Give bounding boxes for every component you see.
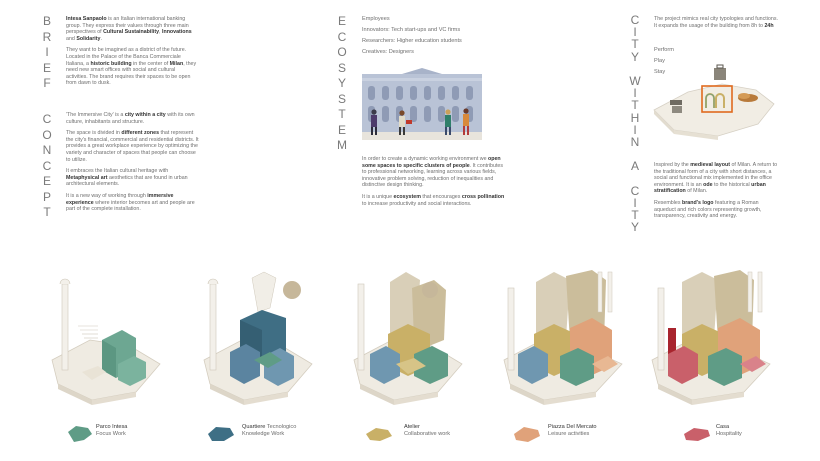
ecosystem-item-researchers: Researchers: Higher education students — [362, 38, 462, 45]
swatch-parco-intesa — [68, 426, 92, 442]
heading-city-within-a-city: C I T Y W I T H I N A C I T Y — [629, 13, 641, 235]
concept-paragraph-3: It embraces the Italian cultural heritag… — [66, 168, 188, 188]
city-paragraph-1: The project mimics real city typologies … — [654, 16, 778, 29]
caption-piazza-del-mercato: Piazza Del Mercato Leisure activities — [548, 424, 597, 438]
zone-desc: Knowledge Work — [242, 431, 285, 437]
ecosystem-item-innovators: Innovators: Tech start-ups and VC firms — [362, 27, 461, 34]
zone-name: Quartiere — [242, 424, 266, 430]
caption-quartiere-tecnologico: Quartiere Tecnologico Knowledge Work — [242, 424, 296, 438]
city-intro: The project mimics real city typologies … — [654, 16, 780, 34]
swatch-casa — [684, 428, 710, 441]
ecosystem-paragraph-1: In order to create a dynamic working env… — [362, 156, 504, 189]
ecosystem-item-employees: Employees — [362, 16, 390, 22]
heading-brief: B R I E F — [42, 14, 52, 90]
zone-name: Parco Intesa — [96, 424, 128, 430]
swatch-atelier — [366, 428, 392, 441]
swatch-piazza-del-mercato — [514, 427, 540, 442]
iso-stage-1 — [51, 278, 161, 405]
city-paragraph-2: Inspired by the medieval layout of Milan… — [654, 162, 778, 195]
activity-stay: Stay — [654, 69, 666, 76]
brief-text: Intesa Sanpaolo is an Italian internatio… — [66, 16, 198, 92]
activity-play: Play — [654, 58, 665, 65]
zone-name: Casa — [716, 424, 730, 430]
zone-name-suffix: Tecnologico — [265, 424, 297, 430]
ecosystem-item-creatives: Creatives: Designers — [362, 49, 414, 56]
caption-parco-intesa: Parco Intesa Focus Work — [96, 424, 127, 438]
ecosystem-illustration — [362, 68, 482, 140]
activity-perform: Perform — [654, 47, 674, 53]
suitcase-icon — [714, 64, 726, 80]
iso-stage-5 — [651, 270, 771, 405]
brief-paragraph-1: Intesa Sanpaolo is an Italian internatio… — [66, 16, 192, 42]
heading-concept: C O N C E P T — [42, 112, 52, 219]
zone-desc: Focus Work — [96, 431, 126, 437]
zone-name: Atelier — [404, 424, 420, 430]
concept-paragraph-4: It is a new way of working through immer… — [66, 192, 195, 213]
zone-desc: Leisure activities — [548, 431, 590, 437]
zone-desc: Collaborative work — [404, 431, 451, 437]
zone-name: Piazza Del Mercato — [548, 424, 597, 430]
city-activities: Perform Play Stay — [654, 47, 714, 80]
highlight-box — [701, 85, 733, 113]
chairs-icon — [670, 100, 682, 113]
iso-stage-4 — [503, 270, 623, 405]
city-text: Inspired by the medieval layout of Milan… — [654, 162, 780, 225]
city-floor-illustration — [653, 64, 775, 140]
people-figures — [371, 108, 469, 135]
concept-paragraph-2: The space is divided in different zones … — [66, 130, 199, 163]
ecosystem-list: Employees Innovators: Tech start-ups and… — [362, 16, 502, 60]
ecosystem-text: In order to create a dynamic working env… — [362, 156, 506, 212]
caption-casa: Casa Hospitality — [716, 424, 742, 438]
caption-atelier: Atelier Collaborative work — [404, 424, 450, 438]
heading-ecosystem: E C O S Y S T E M — [337, 14, 347, 152]
zone-desc: Hospitality — [716, 431, 742, 437]
city-paragraph-3: Resembles brand's logo featuring a Roman… — [654, 199, 762, 220]
swatch-quartiere-tecnologico — [208, 427, 234, 441]
concept-paragraph-1: 'The Immersive City' is a city within a … — [66, 112, 195, 125]
ecosystem-paragraph-2: It is a unique ecosystem that encourages… — [362, 193, 505, 207]
iso-stage-2 — [203, 271, 313, 405]
iso-stage-3 — [353, 272, 463, 405]
brief-paragraph-2: They want to be imagined as a district o… — [66, 47, 197, 87]
bread-icon — [738, 93, 758, 102]
concept-text: 'The Immersive City' is a city within a … — [66, 112, 200, 218]
